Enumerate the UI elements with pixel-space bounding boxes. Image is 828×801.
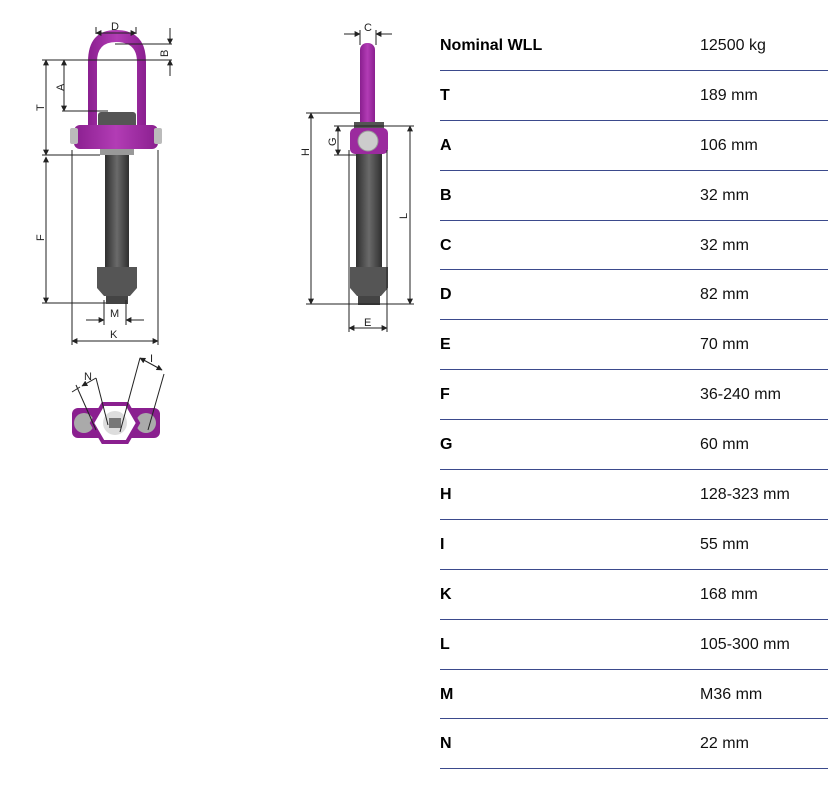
spec-label: A [440,136,452,154]
svg-text:H: H [300,148,312,156]
svg-text:B: B [159,50,171,57]
spec-label: D [440,286,452,304]
spec-value: 12500 kg [700,37,766,54]
table-row: L 105-300 mm [440,620,828,670]
table-row: E 70 mm [440,320,828,371]
spec-label: B [440,186,452,204]
svg-text:A: A [55,83,67,91]
table-row: C 32 mm [440,221,828,271]
svg-text:K: K [110,329,118,341]
side-view: C H G L E [300,22,414,332]
specification-table: Nominal WLL 12500 kg T 189 mm A 106 mm B 32 … [440,21,828,770]
spec-value: 189 mm [700,86,758,104]
spec-label: N [440,735,452,753]
spec-value: 60 mm [700,436,749,454]
spec-value: 32 mm [700,186,749,204]
spec-value: 36-240 mm [700,386,781,404]
spec-label: M [440,685,454,703]
table-row: N 22 mm [440,719,828,770]
svg-text:N: N [84,371,92,383]
spec-label: F [440,386,450,404]
top-view: N I [71,353,165,444]
spec-label: G [440,436,453,454]
svg-text:E: E [364,317,371,329]
spec-label: L [440,635,450,653]
table-row: F 36-240 mm [440,370,828,421]
svg-text:M: M [110,308,119,320]
svg-text:L: L [398,213,410,219]
svg-text:F: F [35,234,47,241]
table-row: G 60 mm [440,420,828,471]
spec-value: 32 mm [700,236,749,254]
spec-label: H [440,486,452,504]
table-row: D 82 mm [440,270,828,321]
spec-value: 128-323 mm [700,486,790,504]
spec-value: 82 mm [700,286,749,304]
table-row: A 106 mm [440,121,828,171]
table-row: M M36 mm [440,670,828,720]
spec-value: 22 mm [700,735,749,753]
technical-drawing: D B A T F M K N I [35,21,414,444]
dim-label-d: D [111,21,119,33]
spec-value: 105-300 mm [700,635,790,653]
front-view: D B A T F M K [35,21,173,345]
svg-text:I: I [150,353,153,365]
svg-text:C: C [364,22,372,34]
spec-value: 55 mm [700,535,749,553]
spec-label: T [440,86,450,104]
spec-value: 168 mm [700,585,758,603]
spec-label: Nominal WLL [440,37,543,54]
table-row: I 55 mm [440,520,828,570]
spec-value: M36 mm [700,685,763,703]
spec-label: K [440,585,452,603]
table-row: H 128-323 mm [440,470,828,520]
spec-label: E [440,336,451,354]
spec-label: I [440,535,445,553]
spec-value: 70 mm [700,336,749,354]
spec-label: C [440,236,452,254]
table-row: Nominal WLL 12500 kg [440,21,828,71]
svg-text:T: T [35,104,47,111]
table-row: K 168 mm [440,570,828,620]
table-row: T 189 mm [440,71,828,121]
spec-value: 106 mm [700,136,758,154]
table-row: B 32 mm [440,171,828,221]
svg-text:G: G [327,137,339,146]
